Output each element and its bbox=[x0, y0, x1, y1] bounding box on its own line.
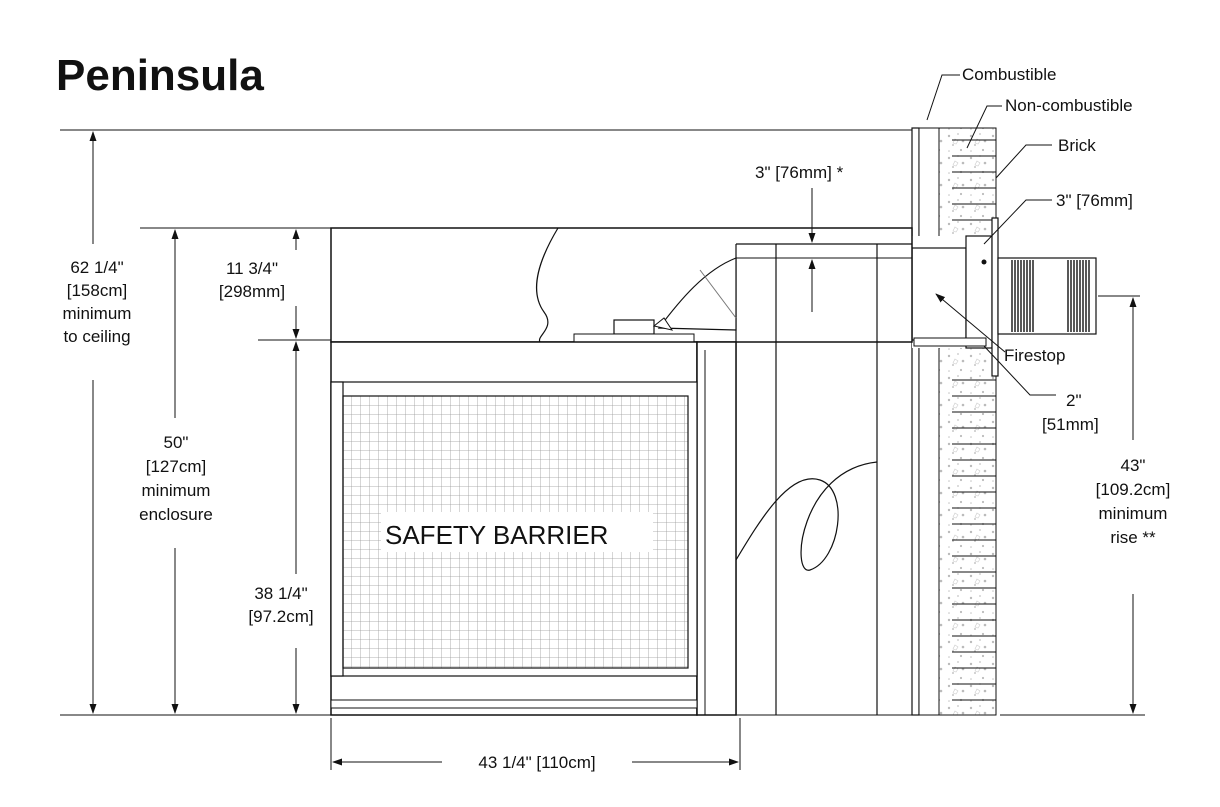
dim-width-label: 43 1/4" [110cm] bbox=[478, 753, 595, 772]
vent-pipe-through-wall bbox=[911, 247, 967, 341]
brick-courses bbox=[952, 139, 996, 701]
firestop-ring bbox=[913, 337, 987, 347]
combustible-layer bbox=[911, 127, 920, 716]
upper-break-line bbox=[535, 227, 559, 343]
safety-barrier-label: SAFETY BARRIER bbox=[385, 520, 608, 550]
dim-top-section: 11 3/4" [298mm] bbox=[219, 229, 331, 341]
barrier-label-bg bbox=[381, 512, 653, 552]
dim-enclosure-line-1: 50" bbox=[164, 433, 189, 452]
callouts: Combustible Non-combustible Brick 3" [76… bbox=[926, 65, 1133, 434]
firestop-gap-line-1: 2" bbox=[1066, 391, 1082, 410]
dim-enclosure-line-4: enclosure bbox=[139, 505, 213, 524]
wall-assembly bbox=[911, 127, 997, 716]
vent-clearance-side-label: 3" [76mm] bbox=[1056, 191, 1133, 210]
dim-enclosure: 50" [127cm] minimum enclosure bbox=[139, 227, 331, 714]
combustible-leader bbox=[926, 74, 960, 121]
diagram-title: Peninsula bbox=[56, 51, 264, 100]
dim-width: 43 1/4" [110cm] bbox=[330, 718, 741, 772]
flue-elbow bbox=[657, 257, 737, 331]
dim-rise-line-1: 43" bbox=[1121, 456, 1146, 475]
brick-label: Brick bbox=[1058, 136, 1096, 155]
brick-leader bbox=[995, 144, 1052, 179]
dim-enclosure-line-3: minimum bbox=[142, 481, 211, 500]
firebox-side bbox=[696, 341, 737, 716]
dim-ceiling-line-4: to ceiling bbox=[63, 327, 130, 346]
chase-break-line bbox=[735, 461, 878, 571]
firestop-gap-line-2: [51mm] bbox=[1042, 415, 1099, 434]
dim-rise-line-3: minimum bbox=[1099, 504, 1168, 523]
noncombustible-label: Non-combustible bbox=[1005, 96, 1133, 115]
dim-ceiling-line-3: minimum bbox=[63, 304, 132, 323]
barrier-edge-post bbox=[330, 381, 344, 677]
wall-sleeve bbox=[965, 235, 993, 349]
noncombustible-stone-layer bbox=[938, 127, 997, 716]
dim-ceiling: 62 1/4" [158cm] minimum to ceiling bbox=[63, 131, 132, 714]
wood-stud-layer bbox=[918, 127, 940, 716]
dim-ceiling-line-1: 62 1/4" bbox=[70, 258, 123, 277]
dim-top-section-line-2: [298mm] bbox=[219, 282, 285, 301]
vent-clearance-side-leader bbox=[983, 199, 1052, 245]
dim-lower-section-line-2: [97.2cm] bbox=[248, 607, 313, 626]
base-trim bbox=[330, 699, 698, 709]
firestop-label: Firestop bbox=[1004, 346, 1065, 365]
termination-cap-louvers bbox=[1011, 260, 1090, 332]
fastener-dot bbox=[981, 259, 987, 265]
dim-ceiling-line-2: [158cm] bbox=[67, 281, 127, 300]
combustible-label: Combustible bbox=[962, 65, 1057, 84]
flue-elbow-seam bbox=[699, 269, 737, 319]
dim-rise-line-2: [109.2cm] bbox=[1096, 480, 1171, 499]
dim-lower-section-line-1: 38 1/4" bbox=[254, 584, 307, 603]
dim-rise: 43" [109.2cm] minimum rise ** bbox=[1096, 295, 1171, 714]
dim-vent-clearance-top: 3" [76mm] * bbox=[755, 163, 844, 312]
flue-collar bbox=[613, 319, 655, 335]
dim-vent-clearance-top-label: 3" [76mm] * bbox=[755, 163, 844, 182]
firestop-plate bbox=[991, 217, 999, 377]
fireplace-unit: SAFETY BARRIER bbox=[330, 227, 913, 716]
dim-top-section-line-1: 11 3/4" bbox=[226, 259, 278, 278]
dim-rise-line-4: rise ** bbox=[1110, 528, 1156, 547]
firestop-leader bbox=[935, 293, 1006, 353]
vent-termination bbox=[911, 217, 1097, 377]
dim-lower-section: 38 1/4" [97.2cm] bbox=[248, 341, 314, 714]
dim-enclosure-line-2: [127cm] bbox=[146, 457, 206, 476]
flue-bracket bbox=[652, 317, 674, 331]
noncombustible-leader bbox=[966, 105, 1002, 149]
firestop-gap-leader bbox=[983, 345, 1056, 396]
unit-top-plate bbox=[573, 333, 695, 343]
